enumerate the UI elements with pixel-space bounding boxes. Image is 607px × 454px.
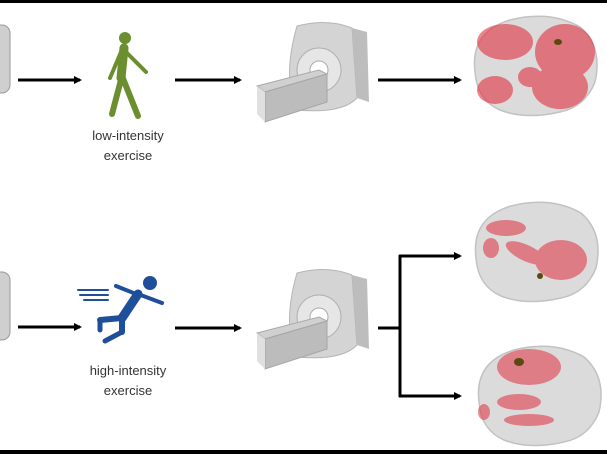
mri-scanner-icon [256,268,370,370]
brain-activation-map-high-1 [474,201,599,303]
mri-scanner-icon [256,21,370,123]
walking-person-icon [108,32,148,119]
label-line: exercise [103,148,153,163]
label-line: low-intensity [92,128,164,143]
low-intensity-exercise-label: low-intensity exercise [48,126,208,166]
running-person-icon [77,276,164,344]
brain-activation-map-high-2 [477,345,602,447]
brain-activation-map-low [473,15,598,117]
label-line: exercise [103,383,153,398]
partial-device-icon-top [0,24,11,94]
label-line: high-intensity [89,363,167,378]
partial-device-icon-bottom [0,271,11,341]
high-intensity-exercise-label: high-intensity exercise [48,361,208,401]
